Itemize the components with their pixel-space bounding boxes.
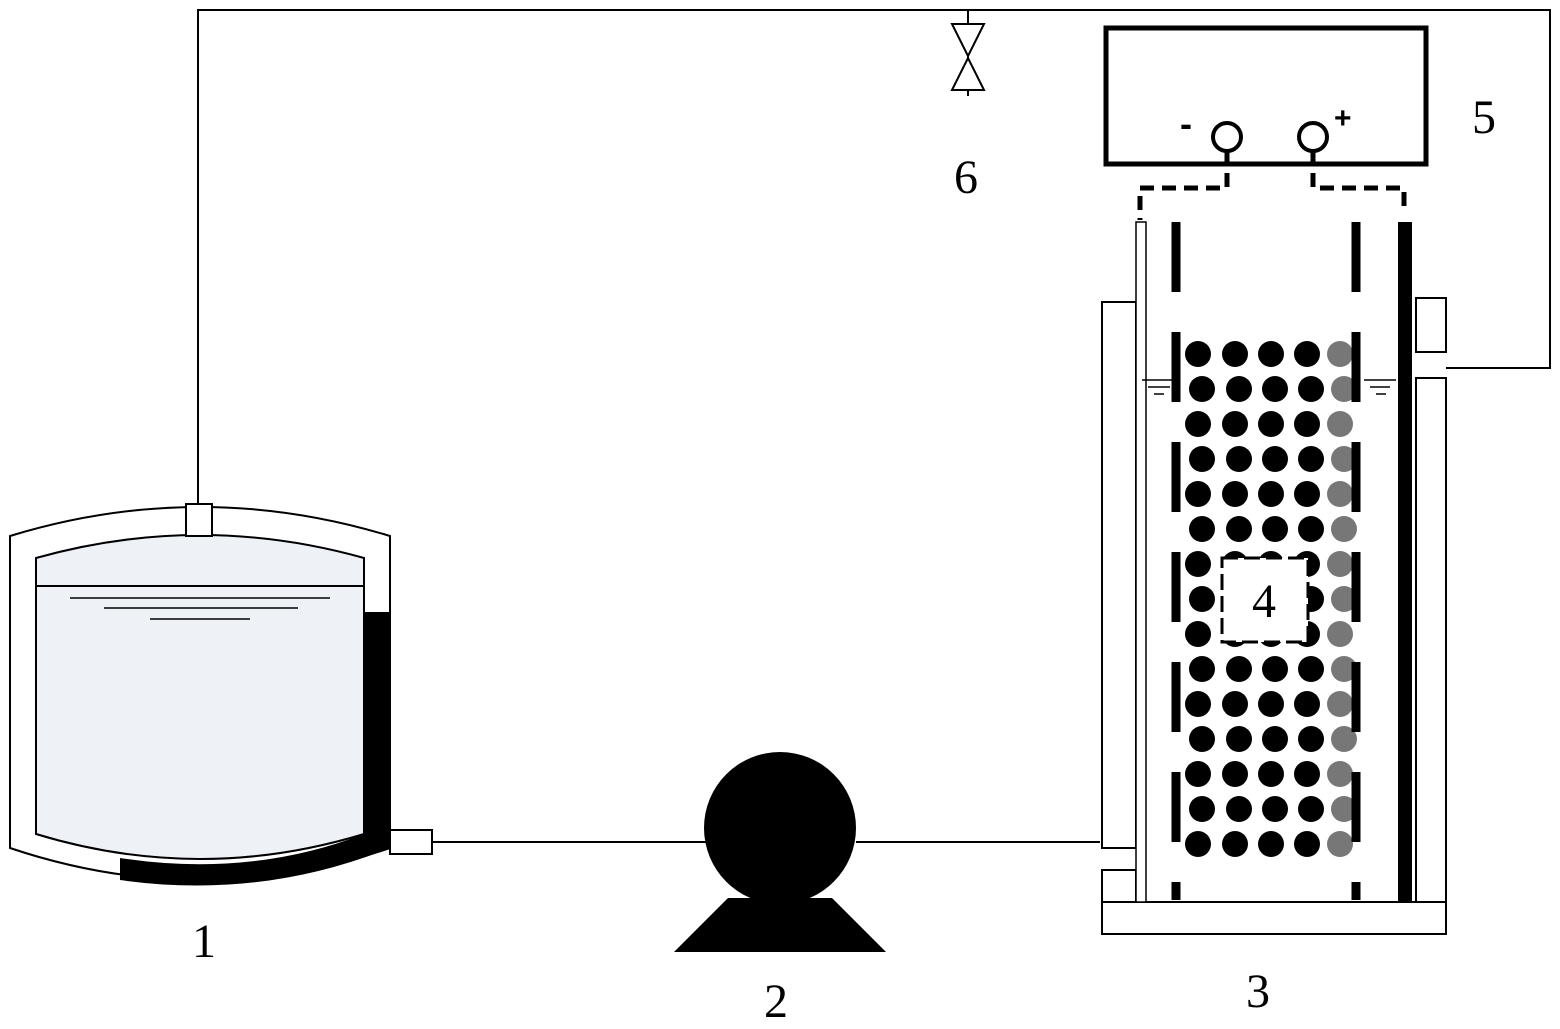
packing-particle: [1262, 516, 1288, 542]
reactor-label: 3: [1246, 965, 1270, 1018]
packing-particle: [1258, 411, 1284, 437]
packing-particle: [1185, 621, 1211, 647]
positive-terminal-label: +: [1334, 102, 1352, 135]
packing-particle: [1294, 411, 1320, 437]
packing-particle: [1298, 726, 1324, 752]
packing-particle: [1189, 516, 1215, 542]
packing-particle: [1185, 411, 1211, 437]
packing-particle: [1294, 481, 1320, 507]
packing-particle: [1327, 551, 1353, 577]
packing-particle: [1226, 656, 1252, 682]
packing-particle: [1258, 341, 1284, 367]
packing-particle: [1226, 796, 1252, 822]
packing-particle: [1327, 621, 1353, 647]
packing-particle: [1222, 691, 1248, 717]
power-supply-box: [1103, 25, 1429, 167]
packing-particle: [1189, 656, 1215, 682]
return-pipe: [197, 9, 1551, 504]
valve-icon: [950, 10, 986, 96]
packing-particle: [1298, 446, 1324, 472]
packing-particle: [1262, 446, 1288, 472]
packing-particle: [1327, 481, 1353, 507]
packing-particle: [1258, 481, 1284, 507]
electrode-leads: [1137, 151, 1407, 220]
reactor-column: [1101, 221, 1447, 935]
packing-bed: [1185, 341, 1357, 857]
packing-particle: [1331, 446, 1357, 472]
packing-particle: [1226, 446, 1252, 472]
packing-particle: [1331, 516, 1357, 542]
packing-particle: [1258, 761, 1284, 787]
packing-label: 4: [1252, 575, 1276, 628]
packing-particle: [1294, 691, 1320, 717]
packing-particle: [1331, 656, 1357, 682]
packing-particle: [1226, 376, 1252, 402]
tank-label: 1: [192, 915, 216, 968]
packing-particle: [1298, 516, 1324, 542]
pump-icon: [674, 752, 886, 952]
negative-terminal-label: -: [1180, 103, 1192, 144]
packing-particle: [1222, 411, 1248, 437]
packing-particle: [1258, 691, 1284, 717]
packing-particle: [1189, 726, 1215, 752]
packing-particle: [1189, 586, 1215, 612]
packing-particle: [1185, 831, 1211, 857]
packing-particle: [1327, 341, 1353, 367]
packing-particle: [1185, 691, 1211, 717]
packing-particle: [1327, 411, 1353, 437]
packing-particle: [1189, 376, 1215, 402]
packing-particle: [1222, 481, 1248, 507]
packing-particle: [1331, 376, 1357, 402]
power-supply-label: 5: [1472, 91, 1496, 144]
packing-particle: [1262, 726, 1288, 752]
packing-particle: [1327, 761, 1353, 787]
pump-label: 2: [764, 975, 788, 1028]
packing-particle: [1298, 376, 1324, 402]
packing-particle: [1262, 796, 1288, 822]
packing-particle: [1185, 761, 1211, 787]
packing-particle: [1189, 446, 1215, 472]
baffle-walls: [1171, 222, 1361, 900]
packing-particle: [1298, 796, 1324, 822]
packing-particle: [1331, 726, 1357, 752]
packing-particle: [1189, 796, 1215, 822]
packing-particle: [1222, 341, 1248, 367]
packing-particle: [1262, 376, 1288, 402]
packing-particle: [1226, 726, 1252, 752]
packing-particle: [1262, 656, 1288, 682]
packing-particle: [1294, 761, 1320, 787]
packing-particle: [1222, 761, 1248, 787]
packing-particle: [1294, 831, 1320, 857]
valve-label: 6: [954, 151, 978, 204]
packing-particle: [1294, 341, 1320, 367]
packing-particle: [1327, 691, 1353, 717]
packing-particle: [1185, 341, 1211, 367]
packing-particle: [1331, 586, 1357, 612]
packing-particle: [1185, 481, 1211, 507]
packing-particle: [1327, 831, 1353, 857]
packing-particle: [1331, 796, 1357, 822]
packing-particle: [1298, 656, 1324, 682]
packing-particle: [1258, 831, 1284, 857]
tank-vessel: [9, 503, 433, 886]
packing-particle: [1185, 551, 1211, 577]
packing-label-box: [1220, 556, 1310, 644]
packing-particle: [1222, 831, 1248, 857]
packing-particle: [1226, 516, 1252, 542]
water-level-marks: [1142, 379, 1396, 395]
